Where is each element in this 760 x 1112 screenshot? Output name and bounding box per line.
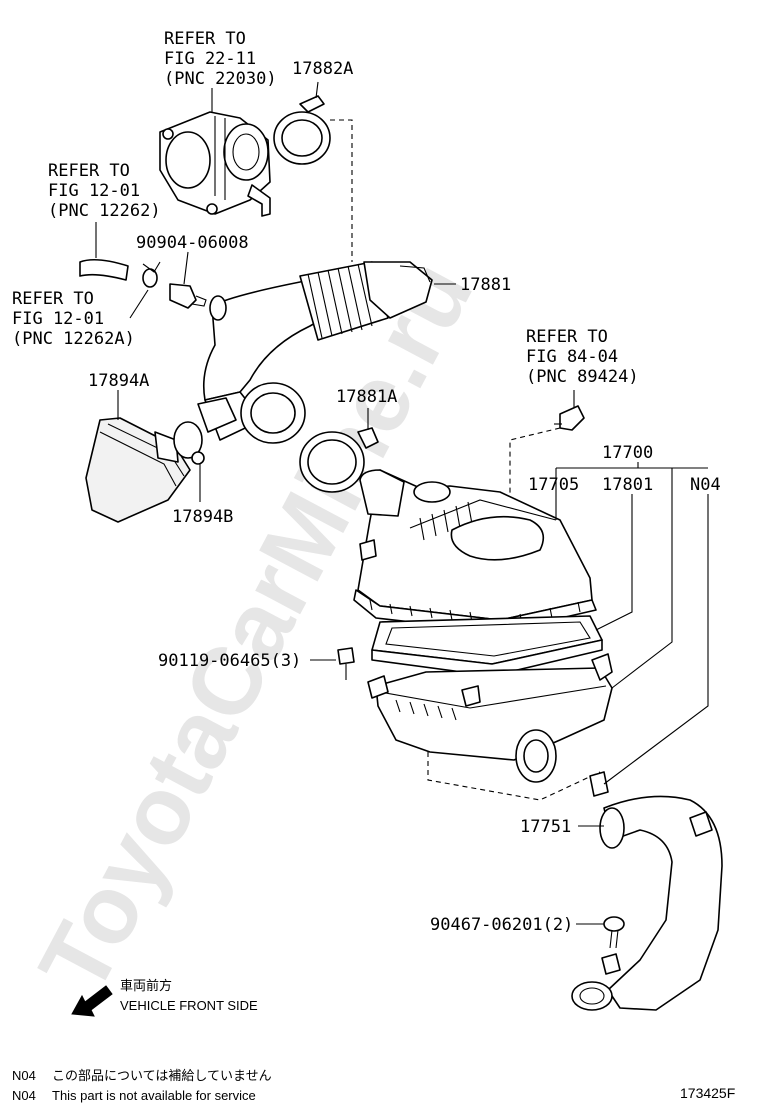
sensor-89424 [509, 390, 585, 500]
label-90467-06201: 90467-06201(2) [430, 915, 573, 935]
air-cleaner-case [367, 653, 613, 801]
label-17801: 17801 [602, 475, 653, 495]
label-refer-line1: REFER TO [48, 161, 130, 181]
label-refer-84-04: REFER TO FIG 84-04 (PNC 89424) [526, 327, 639, 387]
label-refer-line3: (PNC 89424) [526, 367, 639, 387]
label-refer-12-01-a: REFER TO FIG 12-01 (PNC 12262) [48, 161, 161, 221]
footnotes: N04 この部品については補給していません N04 This part is n… [12, 1068, 272, 1103]
label-17881A: 17881A [336, 387, 397, 407]
hose-12262 [79, 222, 129, 281]
sensor-90904-06008 [169, 251, 207, 309]
label-refer-line2: FIG 12-01 [48, 181, 140, 201]
figure-id: 173425F [680, 1085, 735, 1101]
front-arrow-icon [71, 985, 113, 1017]
intake-hose-17881 [197, 261, 433, 444]
screw-90467-06201 [576, 916, 625, 949]
label-refer-22-11: REFER TO FIG 22-11 (PNC 22030) [164, 29, 277, 89]
label-refer-line2: FIG 84-04 [526, 347, 618, 367]
label-17751: 17751 [520, 817, 571, 837]
label-refer-12-01-b: REFER TO FIG 12-01 (PNC 12262A) [12, 289, 135, 349]
vehicle-front-indicator: 車両前方 VEHICLE FRONT SIDE [71, 978, 258, 1017]
label-refer-line3: (PNC 22030) [164, 69, 277, 89]
note-n04-en: This part is not available for service [52, 1088, 256, 1103]
filter-element-17801 [371, 615, 603, 677]
clamp-17894B [173, 421, 205, 502]
label-90904-06008: 90904-06008 [136, 233, 249, 253]
outlet-duct-17751 [571, 795, 723, 1011]
label-refer-line1: REFER TO [12, 289, 94, 309]
front-label-jp: 車両前方 [120, 978, 172, 993]
bolt-90119-06465 [310, 647, 355, 680]
resonator-17894A [85, 390, 191, 523]
throttle-body-illustration [159, 111, 271, 217]
label-refer-line3: (PNC 12262) [48, 201, 161, 221]
clamp-17881A [299, 408, 379, 493]
front-label-en: VEHICLE FRONT SIDE [120, 998, 258, 1013]
clip-12262A [129, 261, 161, 319]
label-refer-line1: REFER TO [164, 29, 246, 49]
leader-17700-group [555, 462, 709, 785]
grommet-N04 [589, 771, 609, 797]
label-17894A: 17894A [88, 371, 149, 391]
label-refer-line2: FIG 22-11 [164, 49, 256, 69]
clamp-17882A [273, 95, 331, 165]
label-refer-line1: REFER TO [526, 327, 608, 347]
label-17705: 17705 [528, 475, 579, 495]
label-17882A: 17882A [292, 59, 353, 79]
note-n04-en-code: N04 [12, 1088, 36, 1103]
label-17700: 17700 [602, 443, 653, 463]
note-n04-jp-code: N04 [12, 1068, 36, 1083]
label-refer-line3: (PNC 12262A) [12, 329, 135, 349]
note-n04-jp: この部品については補給していません [52, 1068, 272, 1083]
label-N04: N04 [690, 475, 721, 495]
label-90119-06465: 90119-06465(3) [158, 651, 301, 671]
label-refer-line2: FIG 12-01 [12, 309, 104, 329]
label-17881: 17881 [460, 275, 511, 295]
label-17894B: 17894B [172, 507, 233, 527]
